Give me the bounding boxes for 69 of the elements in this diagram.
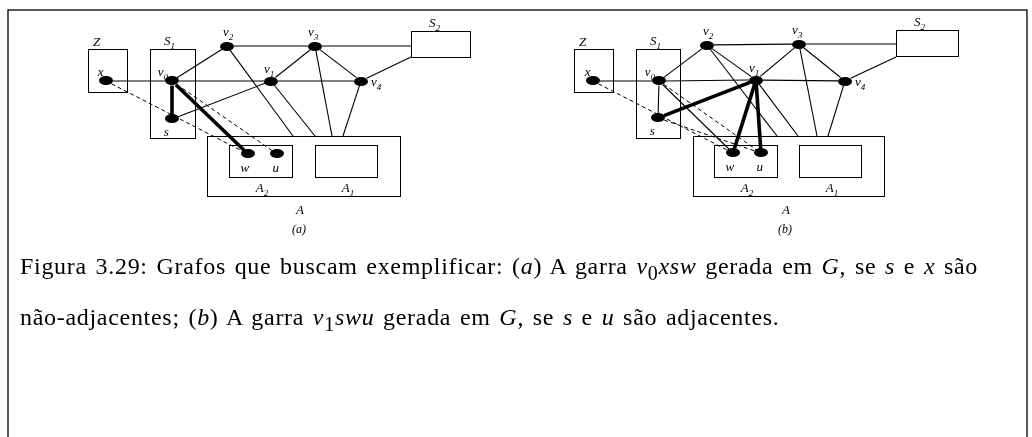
set-label: Z <box>93 35 101 48</box>
graph-edge <box>709 48 778 137</box>
vertex-label: s <box>649 123 655 137</box>
graph-edge <box>663 47 703 79</box>
set-label: S$_{1}$ <box>164 34 175 51</box>
panel-label: (b) <box>778 222 792 237</box>
vertex-label: v$_{1}$ <box>749 61 760 78</box>
graph-edge <box>273 84 316 137</box>
graph-edge <box>342 84 361 137</box>
set-label: A$_{1}$ <box>341 180 355 198</box>
graph-edge <box>850 56 897 79</box>
graph-edge <box>762 79 839 82</box>
graph-edge <box>711 47 752 78</box>
vertex-label: x <box>584 64 591 78</box>
graph-edge <box>277 80 355 82</box>
graph-edge <box>176 48 223 79</box>
graph-edge <box>112 80 166 82</box>
graph-edge <box>657 84 660 115</box>
graph-edge <box>758 83 799 137</box>
vertex-label: u <box>756 159 764 173</box>
graph-edge <box>176 83 273 152</box>
graph-edge <box>366 56 412 79</box>
vertex-label: v$_{4}$ <box>371 75 382 92</box>
graph-edge <box>170 85 174 115</box>
graph-edge <box>732 83 757 150</box>
vertex-label: v$_{4}$ <box>855 75 866 92</box>
vertex-label: v$_{1}$ <box>264 62 275 79</box>
graph-edge <box>233 45 309 47</box>
graph-edge <box>802 46 842 79</box>
graph-edge <box>178 80 265 82</box>
graph-edge <box>318 48 358 79</box>
graph-edge <box>597 83 729 151</box>
graph-edge <box>827 84 845 137</box>
vertex-label: v$_{3}$ <box>792 23 803 40</box>
vertex-label: x <box>97 64 104 78</box>
set-label: A <box>782 203 790 216</box>
set-label: S$_{2}$ <box>429 16 440 33</box>
graph-edge <box>663 83 757 151</box>
panel-label: (a) <box>292 222 306 237</box>
graph-edge <box>174 83 246 152</box>
set-label: S$_{1}$ <box>650 34 661 51</box>
graph-edge <box>662 84 730 150</box>
graph-edge <box>274 48 312 79</box>
graph-edge <box>663 80 751 118</box>
set-label: A$_{2}$ <box>255 180 269 198</box>
graph-edge <box>754 84 763 149</box>
vertex-label: s <box>163 124 169 138</box>
graph-edge <box>713 43 793 46</box>
set-label: A$_{2}$ <box>740 180 754 198</box>
set-label: A$_{1}$ <box>825 180 839 198</box>
vertex-label: v$_{2}$ <box>703 24 714 41</box>
graph-edge <box>663 119 756 152</box>
graph-edge <box>177 82 266 118</box>
vertex-label: w <box>240 160 250 174</box>
set-label: A <box>296 203 304 216</box>
vertex-label: w <box>725 159 735 173</box>
graph-edge <box>665 79 750 82</box>
graph-edge <box>315 49 333 137</box>
vertex-label: u <box>272 160 280 174</box>
graph-edge <box>805 43 897 45</box>
vertex-label: v$_{3}$ <box>308 25 319 42</box>
set-label: Z <box>579 35 587 48</box>
graph-edge <box>229 49 294 137</box>
graph-edge <box>799 47 818 137</box>
graph-edge <box>599 80 653 82</box>
vertex-label: v$_{2}$ <box>223 25 234 42</box>
graph-edge <box>321 45 412 47</box>
set-label: S$_{2}$ <box>914 15 925 32</box>
graph-edge <box>759 47 796 77</box>
